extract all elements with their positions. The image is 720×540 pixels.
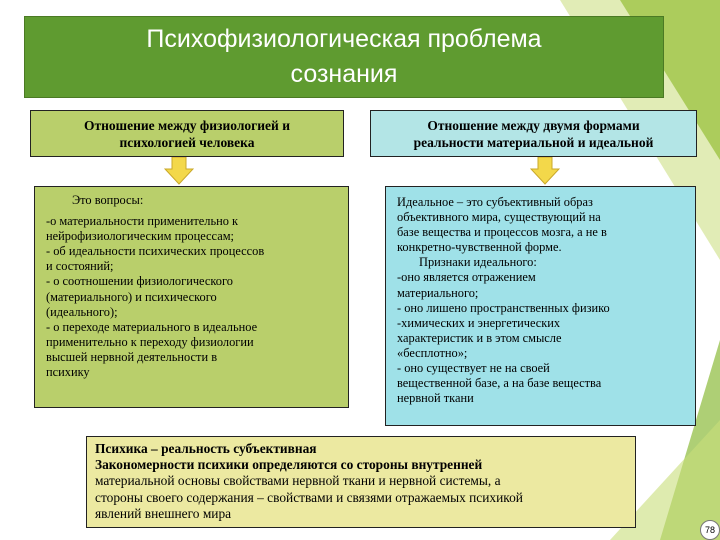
- left-line: -о материальности применительно к: [46, 214, 239, 229]
- summary-line: Психика – реальность субъективная: [95, 441, 317, 456]
- left-line: - о соотношении физиологического: [46, 274, 233, 289]
- right-line: нервной ткани: [397, 391, 474, 406]
- left-line: (материального) и психического: [46, 289, 217, 304]
- right-line: объективного мира, существующий на: [397, 210, 601, 225]
- right-line: -оно является отражением: [397, 270, 536, 285]
- left-line: применительно к переходу физиологии: [46, 334, 254, 349]
- summary-line: стороны своего содержания – свойствами и…: [95, 489, 523, 505]
- right-line: вещественной базе, а на базе вещества: [397, 376, 602, 391]
- right-header-text: Отношение между двумя формами реальности…: [413, 117, 654, 150]
- left-line: (идеального);: [46, 304, 118, 319]
- left-content-box: Это вопросы: -о материальности примените…: [34, 186, 349, 408]
- summary-line: явлений внешнего мира: [95, 505, 232, 521]
- summary-box: Психика – реальность субъективная Законо…: [86, 436, 636, 528]
- title-box: Психофизиологическая проблема сознания: [24, 16, 664, 98]
- page-title: Психофизиологическая проблема сознания: [146, 25, 542, 88]
- left-down-arrow-icon: [164, 157, 194, 185]
- left-line: - об идеальности психических процессов: [46, 244, 265, 259]
- page-number: 78: [700, 520, 720, 540]
- right-down-arrow-icon: [530, 157, 560, 185]
- right-line: Идеальное – это субъективный образ: [397, 195, 593, 209]
- right-line: материального;: [397, 285, 479, 300]
- right-line: - оно существует не на своей: [397, 361, 550, 376]
- left-header: Отношение между физиологией и психологие…: [30, 110, 344, 157]
- left-line: нейрофизиологическим процессам;: [46, 229, 234, 244]
- right-content-box: Идеальное – это субъективный образ объек…: [385, 186, 696, 426]
- right-line: -химических и энергетических: [397, 315, 561, 330]
- left-line: - о переходе материального в идеальное: [46, 319, 258, 334]
- right-line: конкретно-чувственной форме.: [397, 240, 562, 255]
- left-line: психику: [46, 365, 90, 380]
- left-line: и состояний;: [46, 259, 114, 274]
- left-line: высшей нервной деятельности в: [46, 349, 218, 364]
- summary-line: материальной основы свойствами нервной т…: [95, 473, 501, 489]
- right-line: характеристик и в этом смысле: [397, 330, 562, 345]
- summary-line: Закономерности психики определяются со с…: [95, 457, 483, 473]
- left-header-text: Отношение между физиологией и психологие…: [84, 117, 290, 150]
- right-line: - оно лишено пространственных физико: [397, 300, 610, 315]
- right-line: Признаки идеального:: [419, 255, 537, 270]
- right-line: «бесплотно»;: [397, 345, 468, 360]
- right-header: Отношение между двумя формами реальности…: [370, 110, 697, 157]
- right-line: базе вещества и процессов мозга, а не в: [397, 225, 607, 240]
- left-intro: Это вопросы:: [72, 193, 144, 207]
